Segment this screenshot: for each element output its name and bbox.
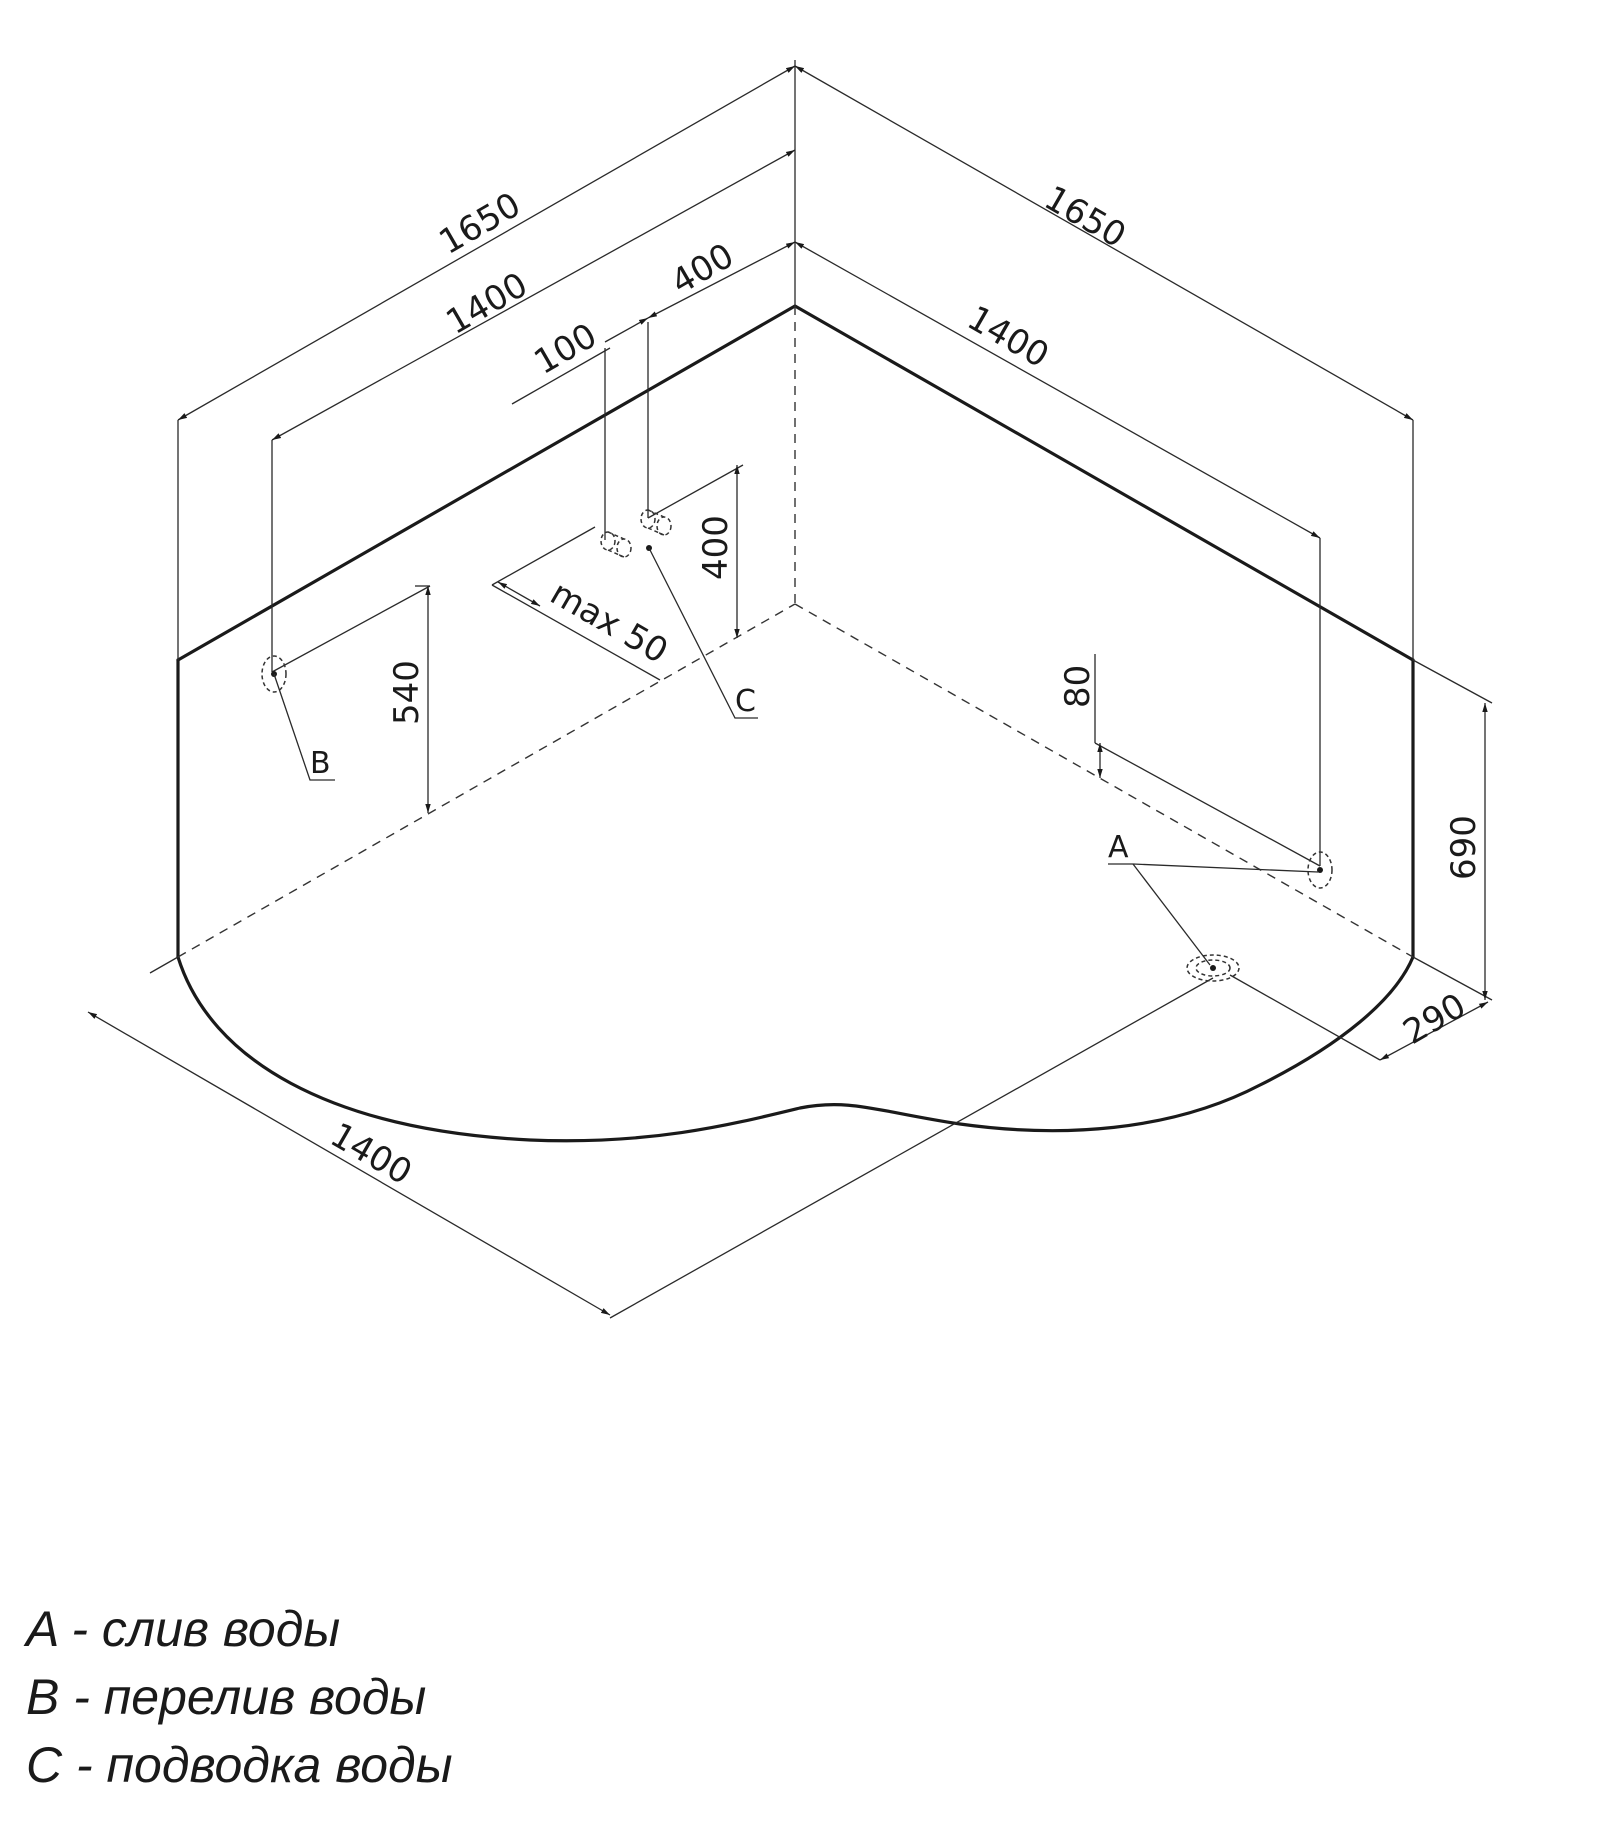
- bottom-drain-icon: [1186, 954, 1240, 982]
- dim-drain-height: 80: [1058, 665, 1098, 708]
- dim-overflow-height: 540: [387, 660, 427, 725]
- legend-item-drain: A - слив воды: [26, 1601, 341, 1657]
- leader-a-side: [1132, 863, 1319, 873]
- dim-inlet-depth: max 50: [544, 573, 675, 672]
- legend-item-overflow: B - перелив воды: [26, 1669, 427, 1725]
- inlet-pipe-right-icon: [640, 509, 672, 536]
- hidden-left-bottom: [177, 603, 796, 958]
- label-drain: A: [1108, 830, 1129, 865]
- label-overflow: B: [310, 746, 331, 781]
- dim-inlet-height: 400: [696, 515, 736, 580]
- dim-inner-left: 1400: [440, 265, 535, 343]
- dim-outer-right: 1650: [1038, 178, 1133, 256]
- leader-b: [273, 673, 335, 781]
- dim-outer-left: 1650: [433, 185, 528, 263]
- dimension-lines: [87, 65, 1489, 1316]
- fixtures: [261, 509, 1333, 982]
- dimline-front-width: [87, 1011, 611, 1316]
- dimline-inlet-width: [647, 241, 796, 319]
- leader-lines: [273, 547, 1319, 966]
- leader-a-bottom: [1132, 863, 1211, 966]
- dimension-texts: 1650 1400 100 400 1650 1400 400 max 50 5…: [324, 178, 1485, 1193]
- letter-labels: C B A: [310, 684, 1129, 865]
- side-drain-hole-icon: [1307, 851, 1333, 889]
- dimline-inner-right: [794, 241, 1321, 539]
- inlet-pipe-left-icon: [600, 531, 632, 558]
- dimline-inlet-depth: [497, 581, 541, 607]
- dim-drain-offset: 290: [1397, 986, 1473, 1053]
- hidden-right-bottom: [794, 603, 1414, 958]
- dim-inlet-width: 400: [665, 236, 741, 303]
- hidden-edges: [177, 306, 1414, 958]
- dimline-inner-left: [271, 149, 796, 441]
- dim-total-height: 690: [1444, 815, 1484, 880]
- legend: A - слив воды B - перелив воды C - подво…: [26, 1595, 453, 1799]
- label-inlet: C: [735, 684, 756, 719]
- dimline-inlet-offset: [604, 317, 649, 343]
- legend-item-inlet: C - подводка воды: [26, 1737, 453, 1793]
- dim-inner-right: 1400: [961, 298, 1056, 376]
- front-curved-edge: [176, 955, 1415, 1143]
- dim-front-width: 1400: [324, 1115, 419, 1193]
- bathtub-outline: [176, 304, 1415, 1143]
- dimline-drain-offset: [1379, 1001, 1489, 1061]
- leader-c: [648, 547, 758, 719]
